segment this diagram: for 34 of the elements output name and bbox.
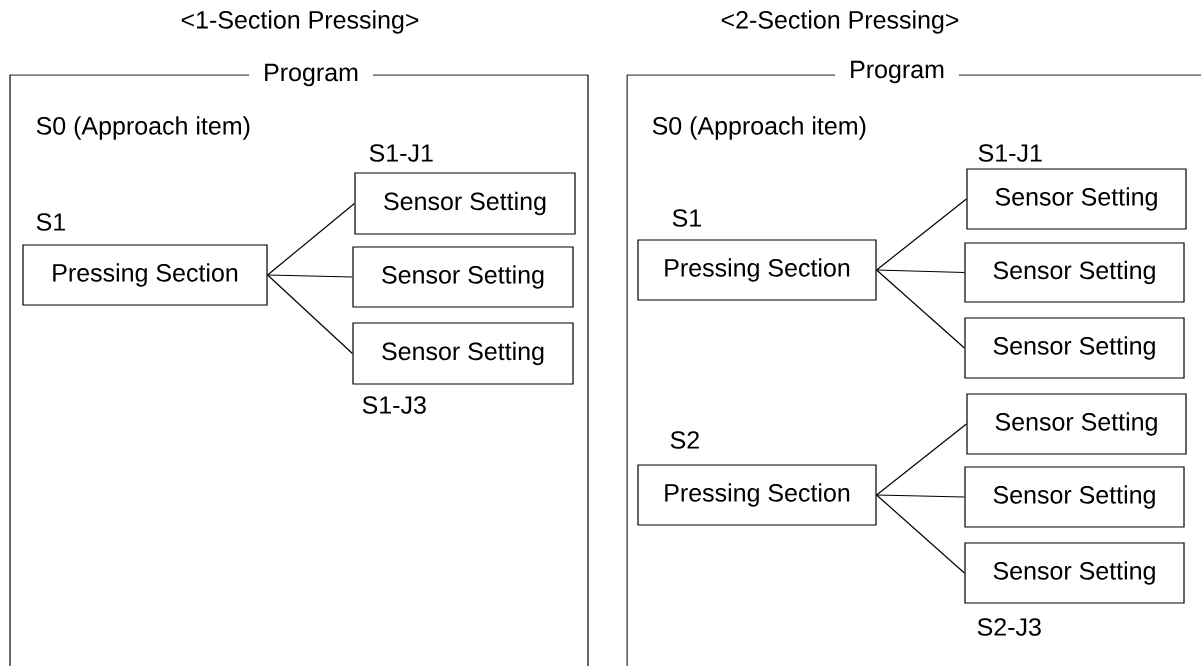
process-box: Sensor Setting: [964, 317, 1185, 379]
connector-line: [876, 494, 965, 574]
connector-line: [876, 198, 967, 271]
process-box: Pressing Section: [637, 239, 877, 301]
process-box: Pressing Section: [22, 244, 268, 306]
process-box: Pressing Section: [637, 464, 877, 526]
process-box: Sensor Setting: [966, 393, 1187, 455]
connector-line: [267, 274, 353, 355]
step-label: S1-J3: [362, 396, 426, 414]
connector-line: [876, 269, 965, 349]
connector-line: [267, 274, 353, 278]
connector-line: [876, 494, 965, 498]
process-box: Sensor Setting: [352, 246, 574, 308]
item-label: S0 (Approach item): [36, 116, 250, 140]
connector-line: [876, 423, 967, 496]
process-box: Sensor Setting: [354, 172, 576, 235]
process-box: Sensor Setting: [964, 242, 1185, 303]
connector-line: [876, 269, 965, 274]
panel-title: Program: [835, 58, 959, 86]
panel-heading: <2-Section Pressing>: [721, 10, 959, 34]
process-box: Sensor Setting: [966, 168, 1187, 230]
step-label: S1-J1: [978, 144, 1042, 162]
step-label: S1: [672, 209, 701, 227]
item-label: S0 (Approach item): [652, 116, 866, 140]
step-label: S1: [36, 213, 65, 231]
step-label: S1-J1: [369, 144, 433, 162]
process-box: Sensor Setting: [964, 466, 1185, 528]
step-label: S2-J3: [977, 618, 1041, 636]
step-label: S2: [670, 431, 699, 449]
panel-title: Program: [249, 61, 373, 89]
panel-heading: <1-Section Pressing>: [181, 10, 419, 34]
process-box: Sensor Setting: [964, 542, 1185, 604]
connector-line: [267, 202, 355, 276]
process-box: Sensor Setting: [352, 322, 574, 385]
